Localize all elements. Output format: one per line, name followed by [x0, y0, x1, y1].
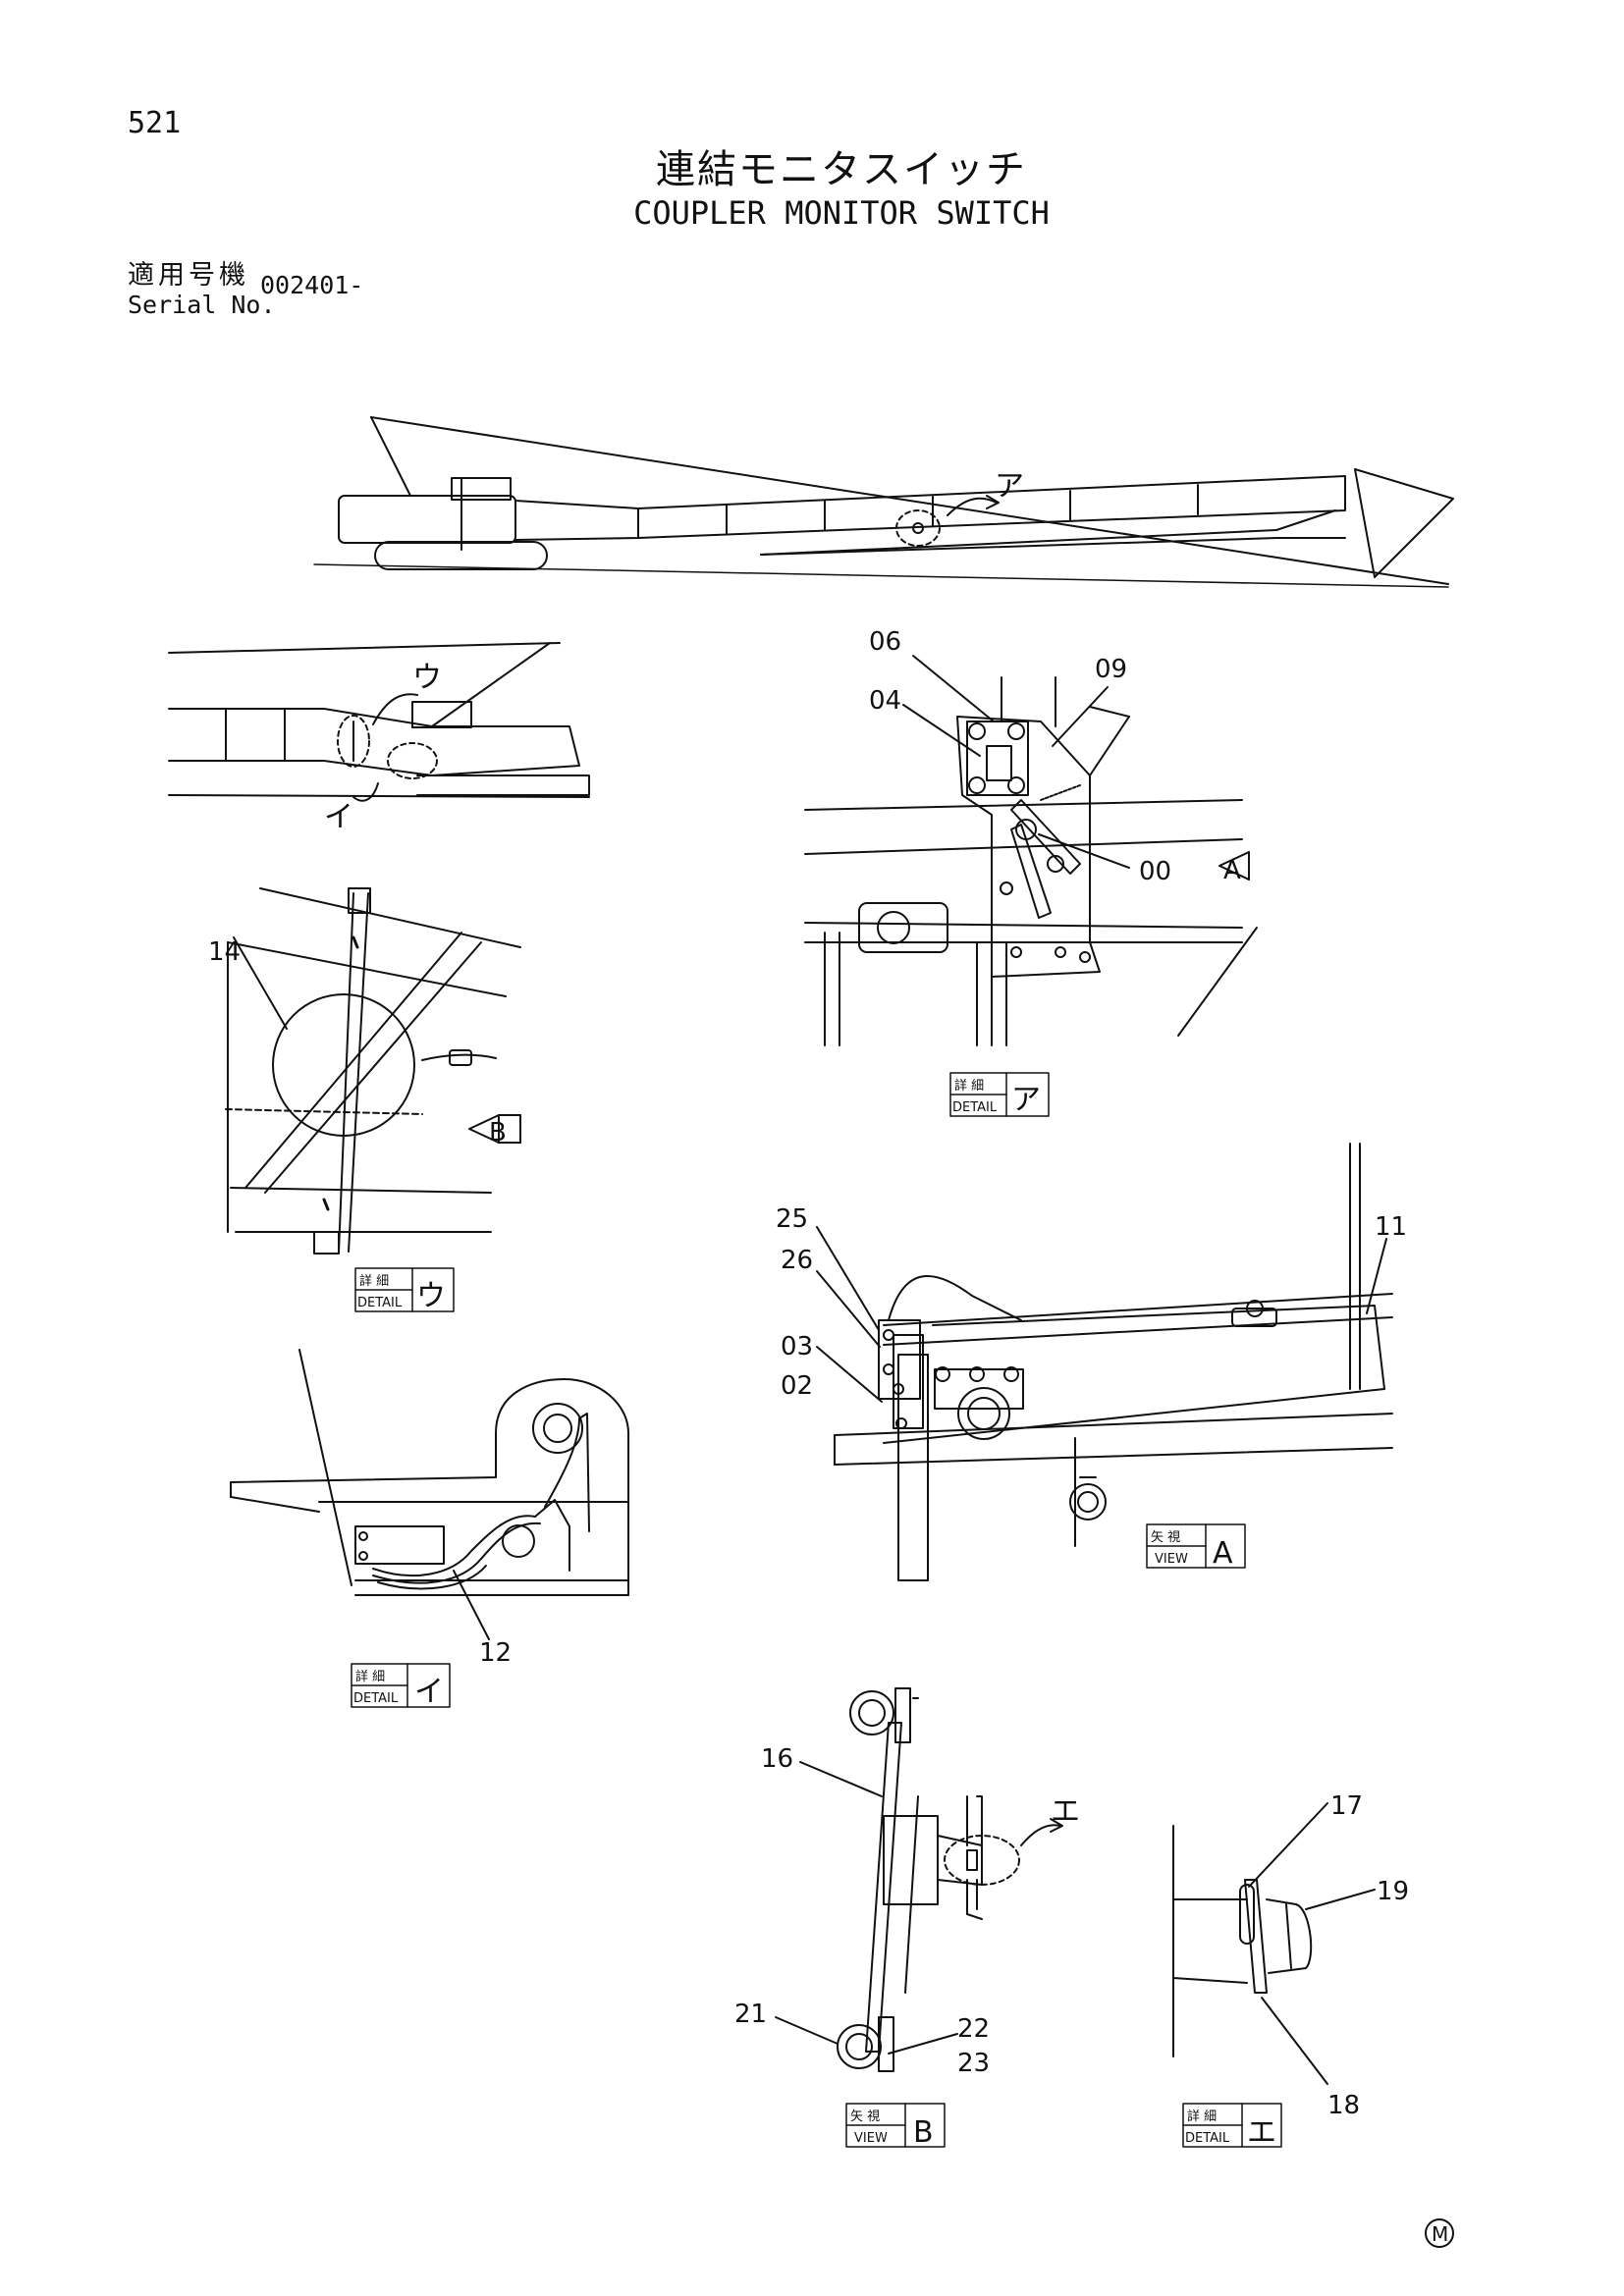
detail-u-drawing [225, 887, 521, 1255]
view-b-tag-jp: 矢 視 [850, 2109, 880, 2124]
callout-18: 18 [1327, 2091, 1360, 2120]
view-b-tag-en: VIEW [854, 2131, 888, 2146]
page-title-english: COUPLER MONITOR SWITCH [633, 194, 1050, 232]
detail-a-tag-jp: 詳 細 [954, 1078, 984, 1094]
detail-a-drawing [804, 676, 1258, 1046]
detail-a-tag-mark: ア [1011, 1083, 1041, 1117]
detail-e-tag [1182, 2103, 1282, 2148]
callout-04: 04 [869, 686, 901, 716]
detail-i-tag [351, 1663, 451, 1708]
callout-12: 12 [479, 1638, 512, 1668]
serial-label-japanese: 適用号機 [128, 260, 249, 291]
view-b-arrow [468, 1114, 521, 1144]
arrow-a-letter: A [1223, 856, 1241, 885]
callout-09: 09 [1095, 655, 1127, 684]
crane-overview [313, 416, 1454, 588]
marker-i-kana: イ [324, 800, 353, 834]
callout-11: 11 [1375, 1212, 1407, 1242]
callout-06: 06 [869, 627, 901, 657]
corner-mark: M [1432, 2222, 1448, 2246]
serial-label-english: Serial No. [128, 291, 276, 319]
arrow-b-letter: B [489, 1118, 507, 1148]
page-number: 521 [128, 106, 182, 140]
view-b-drawing [837, 1687, 1063, 2072]
callout-26: 26 [781, 1246, 813, 1275]
marker-a-kana: ア [995, 469, 1024, 504]
callout-22: 22 [957, 2014, 990, 2044]
view-b-tag-mark: B [913, 2115, 934, 2150]
view-a-tag [1146, 1523, 1246, 1569]
callout-02: 02 [781, 1371, 813, 1401]
marker-u-kana: ウ [412, 661, 442, 695]
view-a-drawing [834, 1143, 1393, 1581]
page-title-japanese: 連結モニタスイッチ [656, 147, 1027, 192]
detail-u-tag-mark: ウ [416, 1279, 446, 1313]
callout-03: 03 [781, 1332, 813, 1362]
view-a-tag-mark: A [1213, 1536, 1233, 1571]
detail-u-tag-en: DETAIL [357, 1296, 403, 1310]
detail-a-tag-en: DETAIL [952, 1100, 998, 1115]
detail-u-tag-jp: 詳 細 [359, 1273, 389, 1289]
callout-17: 17 [1330, 1791, 1363, 1821]
detail-e-tag-mark: エ [1247, 2115, 1276, 2150]
detail-e-tag-jp: 詳 細 [1187, 2109, 1217, 2124]
detail-i-tag-jp: 詳 細 [355, 1669, 385, 1684]
detail-i-tag-mark: イ [414, 1675, 444, 1709]
detail-a-tag [949, 1072, 1050, 1117]
view-a-arrow [1218, 851, 1250, 881]
view-a-tag-en: VIEW [1155, 1552, 1188, 1567]
view-a-tag-jp: 矢 視 [1151, 1530, 1180, 1545]
detail-e-tag-en: DETAIL [1185, 2131, 1230, 2146]
detail-u-tag [354, 1267, 455, 1312]
callout-00: 00 [1139, 857, 1171, 886]
detail-e-drawing [1172, 1825, 1313, 2057]
marker-e-kana: エ [1051, 1794, 1080, 1829]
corner-mark-circle [1425, 2218, 1454, 2248]
detail-i-tag-en: DETAIL [353, 1691, 399, 1706]
callout-25: 25 [776, 1204, 808, 1234]
detail-i-drawing [230, 1349, 629, 1596]
view-b-tag [845, 2103, 946, 2148]
callout-16: 16 [761, 1744, 793, 1774]
callout-21: 21 [734, 2000, 767, 2029]
detail-u-i-overview [168, 642, 590, 802]
callout-14: 14 [208, 937, 241, 967]
serial-number-value: 002401- [260, 271, 364, 299]
callout-19: 19 [1377, 1877, 1409, 1906]
callout-23: 23 [957, 2049, 990, 2078]
